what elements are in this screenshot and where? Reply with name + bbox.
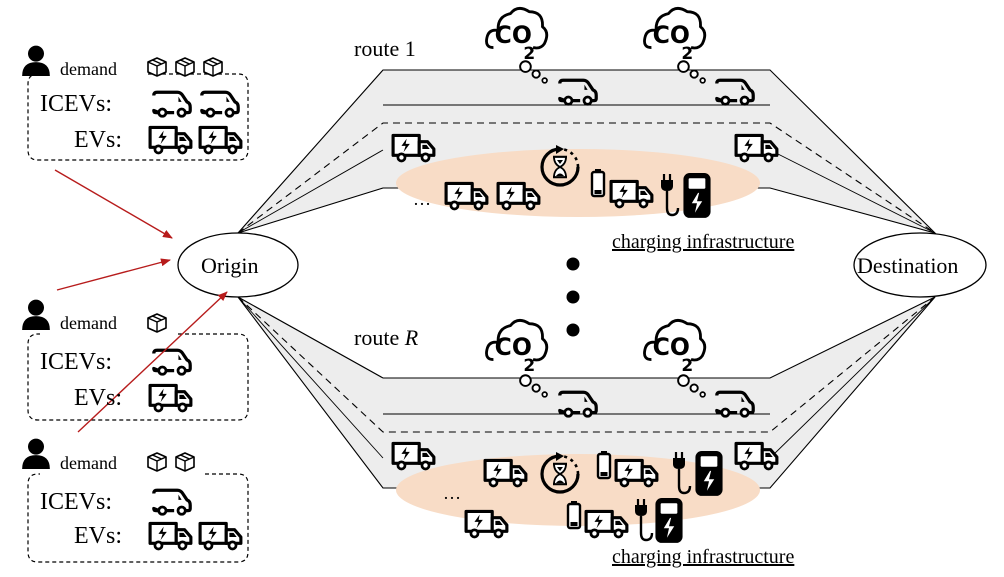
more-routes-dot	[566, 323, 580, 337]
charger-icon	[695, 451, 723, 496]
van-icon	[152, 488, 192, 516]
ev-label: EVs:	[74, 385, 122, 411]
charger-icon	[655, 498, 683, 543]
co2-cloud-icon	[485, 6, 549, 61]
battery-icon	[590, 168, 606, 198]
origin-label: Origin	[201, 253, 259, 278]
parcel-icon	[203, 57, 223, 77]
route-1-group	[236, 69, 937, 235]
route-1-fan-line	[237, 149, 384, 234]
ellipsis-route-r: …	[443, 483, 461, 503]
ev-truck-icon	[148, 383, 193, 413]
charger-icon	[683, 173, 711, 218]
route-r-fan-line	[769, 296, 936, 459]
route-r-index: R	[404, 325, 419, 350]
route-1-index: 1	[404, 36, 416, 61]
ev-truck-icon	[198, 521, 243, 551]
more-routes-dot	[566, 290, 580, 304]
van-icon	[152, 348, 192, 376]
icev-label: ICEVs:	[40, 489, 112, 515]
co2-cloud-icon	[485, 318, 549, 373]
demand-box-1	[27, 73, 249, 161]
parcel-icon	[147, 57, 167, 77]
route-1-label: route 1	[354, 38, 416, 60]
parcel-icon	[147, 452, 167, 472]
ev-label: EVs:	[74, 127, 122, 153]
destination-node	[853, 232, 987, 298]
route-r-fan-line	[237, 296, 384, 459]
parcel-icon	[175, 57, 195, 77]
co2-cloud-icon	[643, 6, 707, 61]
route-1-dashed-lane	[237, 122, 936, 234]
person-icon	[22, 299, 50, 330]
parcel-icon	[175, 452, 195, 472]
route-r-label: route R	[354, 327, 418, 349]
battery-icon	[596, 450, 612, 480]
icev-label: ICEVs:	[40, 349, 112, 375]
ev-truck-icon	[198, 125, 243, 155]
person-icon	[22, 438, 50, 469]
parcel-icon	[147, 313, 167, 333]
route-r-dashed-lane	[237, 296, 936, 433]
demand-box-3	[27, 473, 249, 563]
route-1-label-text: route	[354, 36, 400, 61]
demand-arrow-3	[77, 291, 228, 433]
route-r-label-text: route	[354, 325, 400, 350]
demand-group-1	[22, 45, 249, 161]
charging-infrastructure-label-r: charging infrastructure	[612, 546, 795, 568]
ev-label: EVs:	[74, 523, 122, 549]
demand-label: demand	[60, 59, 117, 79]
charging-infrastructure-label-1: charging infrastructure	[612, 231, 795, 253]
icev-label: ICEVs:	[40, 91, 112, 117]
person-icon	[22, 45, 50, 76]
battery-icon	[566, 500, 582, 530]
demand-label: demand	[60, 313, 117, 333]
ev-truck-icon	[148, 521, 193, 551]
demand-group-2	[22, 299, 249, 421]
ev-truck-icon	[148, 125, 193, 155]
demand-group-3	[22, 438, 249, 563]
ellipsis-route-1: …	[413, 189, 431, 209]
co2-cloud-icon	[643, 318, 707, 373]
demand-box-2	[27, 333, 249, 421]
van-icon	[200, 90, 240, 118]
route-1-fan-line	[769, 149, 936, 234]
demand-label: demand	[60, 453, 117, 473]
van-icon	[152, 90, 192, 118]
demand-arrow-1	[54, 169, 173, 239]
demand-arrow-2	[56, 258, 171, 291]
more-routes-dot	[566, 257, 580, 271]
destination-label: Destination	[857, 253, 959, 278]
origin-node	[177, 232, 299, 298]
